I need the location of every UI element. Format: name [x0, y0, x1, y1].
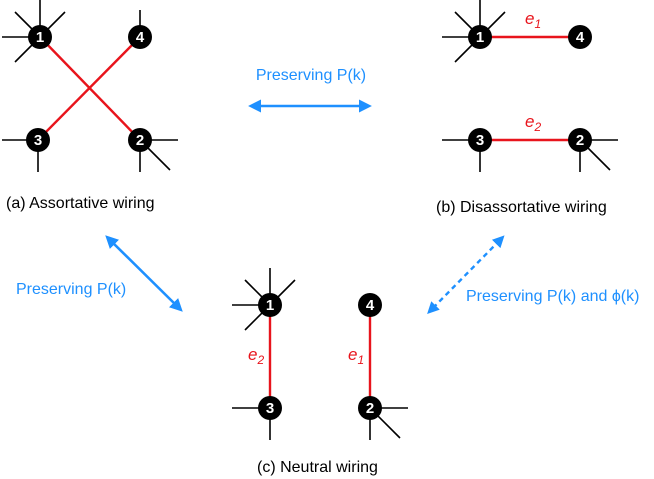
panel-c: 1 4 3 2 e2 e1 (c) Neutral wiring	[232, 268, 408, 476]
node-a4-label: 4	[136, 29, 145, 46]
node-c3: 3	[258, 396, 282, 420]
caption-c: (c) Neutral wiring	[257, 459, 378, 476]
panel-b: 1 4 3 2 e1 e2 (b) Disassortative wiring	[436, 0, 618, 216]
node-a4: 4	[128, 25, 152, 49]
node-c2-label: 2	[366, 400, 374, 417]
node-b1-label: 1	[476, 29, 484, 46]
node-c1: 1	[258, 293, 282, 317]
node-a2: 2	[128, 128, 152, 152]
node-c3-label: 3	[266, 400, 274, 417]
node-a2-label: 2	[136, 132, 144, 149]
edge-label-b-e2: e2	[525, 112, 541, 134]
arrow-left-label: Preserving P(k)	[16, 281, 126, 298]
arrow-top: Preserving P(k)	[248, 67, 372, 113]
node-b2-label: 2	[576, 132, 584, 149]
node-c2: 2	[358, 396, 382, 420]
node-b4-label: 4	[576, 29, 585, 46]
panel-a: 1 4 3 2 (a) Assortative wiring	[2, 0, 178, 212]
node-a1: 1	[28, 25, 52, 49]
node-b1: 1	[468, 25, 492, 49]
caption-b: (b) Disassortative wiring	[436, 199, 607, 216]
node-b4: 4	[568, 25, 592, 49]
node-c1-label: 1	[266, 297, 274, 314]
node-a3: 3	[26, 128, 50, 152]
edge-a-4-3	[37, 36, 141, 141]
caption-a: (a) Assortative wiring	[6, 195, 155, 212]
arrow-right: Preserving P(k) and ϕ(k)	[427, 235, 639, 314]
edge-label-c-e2: e2	[248, 345, 264, 367]
node-c4-label: 4	[366, 297, 375, 314]
node-c4: 4	[358, 293, 382, 317]
node-b2: 2	[568, 128, 592, 152]
node-a3-label: 3	[34, 132, 42, 149]
arrow-left: Preserving P(k)	[16, 235, 183, 312]
node-a1-label: 1	[36, 29, 44, 46]
edge-label-b-e1: e1	[525, 9, 541, 31]
arrow-right-label: Preserving P(k) and ϕ(k)	[466, 288, 639, 305]
node-b3: 3	[468, 128, 492, 152]
arrow-top-label: Preserving P(k)	[256, 67, 366, 84]
edge-label-c-e1: e1	[348, 345, 364, 367]
node-b3-label: 3	[476, 132, 484, 149]
